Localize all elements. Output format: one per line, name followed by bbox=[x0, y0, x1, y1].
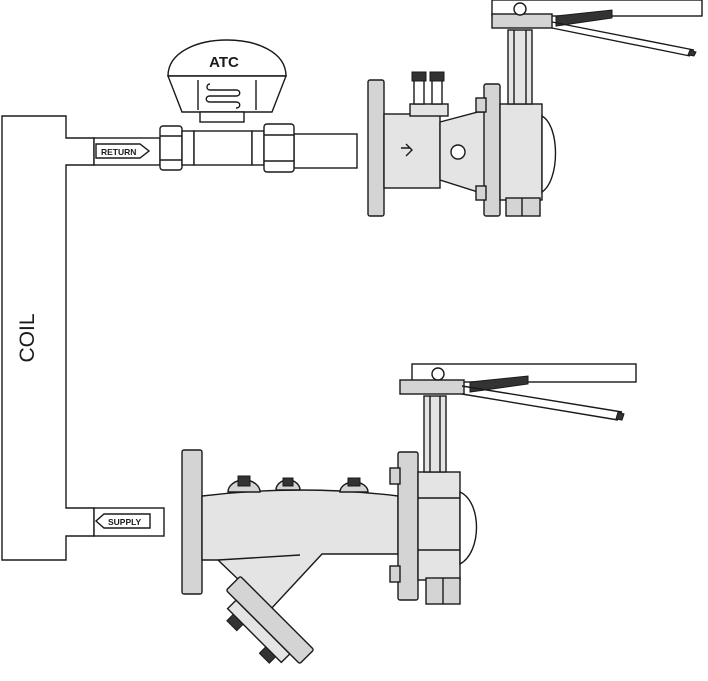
supply-label: SUPPLY bbox=[108, 517, 142, 527]
atc-label: ATC bbox=[209, 54, 239, 71]
return-label: RETURN bbox=[101, 147, 136, 157]
supply-flow-tag: SUPPLY bbox=[94, 513, 151, 529]
return-flow-tag: RETURN bbox=[95, 143, 151, 159]
y-strainer bbox=[181, 449, 419, 664]
coil-label: COIL bbox=[16, 313, 39, 362]
union-fitting-right bbox=[251, 123, 295, 173]
atc-actuator: ATC bbox=[166, 39, 288, 123]
top-ball-valve bbox=[367, 0, 703, 217]
union-fitting-left bbox=[159, 125, 195, 171]
coil: COIL bbox=[1, 115, 95, 561]
tee-body bbox=[193, 130, 253, 166]
bottom-ball-valve bbox=[389, 363, 637, 605]
